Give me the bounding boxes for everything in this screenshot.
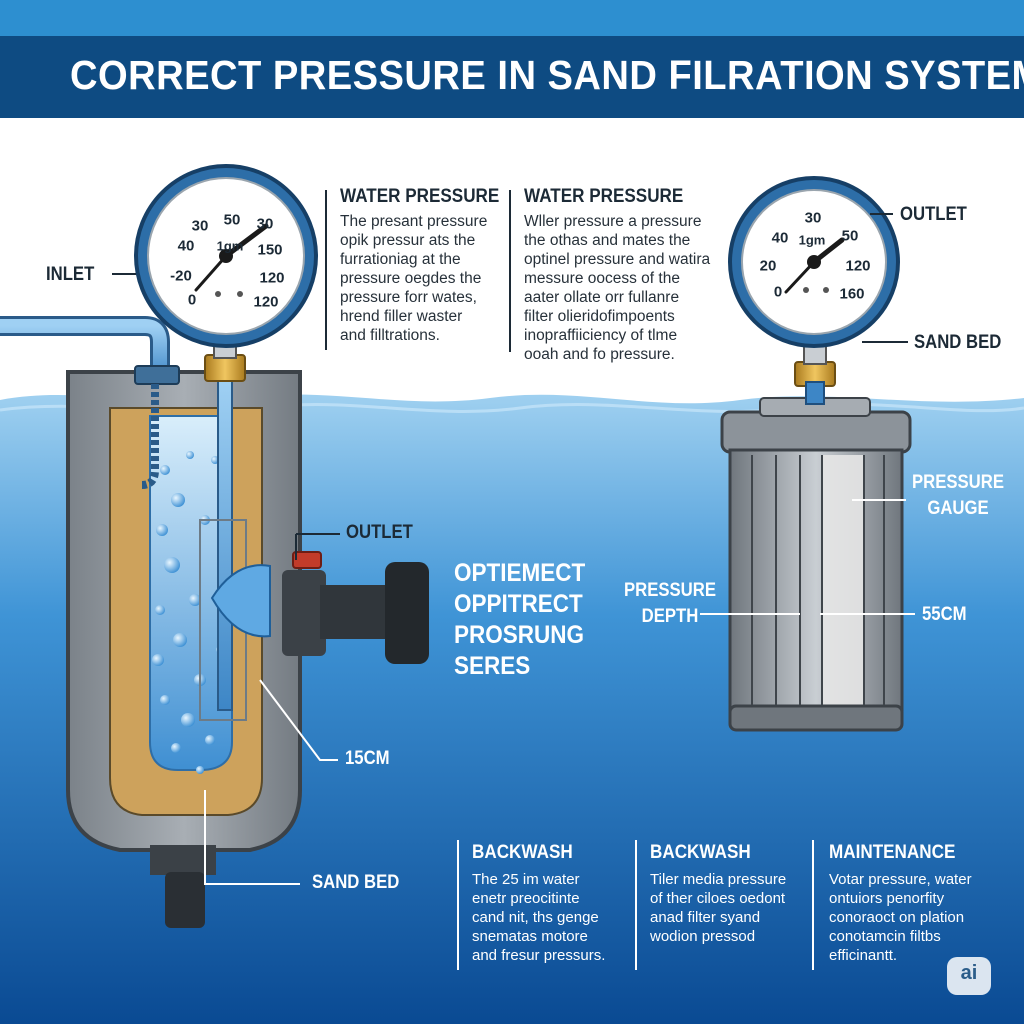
depth-label-55: 55CM [922,604,967,625]
bottom-block-body: Tiler media pressure of ther ciloes oedo… [650,871,787,945]
inlet-pipe [0,316,180,489]
bottom-block-body: The 25 im water enetr preocitinte cand n… [472,871,606,964]
banner-bar [0,36,1024,118]
callout-text: OPTIEMECT OPPITRECT PROSRUNG SERES [454,559,586,680]
outlet-valve [199,519,429,721]
left-dial-unit: 1gm [216,238,244,254]
bottom-block-body: Votar pressure, water ontuiors penorfity… [829,871,972,964]
sand-bed-label-right: SAND BED [914,332,1002,353]
banner-top-strip [0,0,1024,36]
left-dial-number: 30 [191,217,209,235]
right-pressure-gauge [728,176,900,348]
text-block-body: The presant pressure opik pressur ats th… [340,213,488,344]
depth-label-15: 15CM [345,748,390,769]
page-title: CORRECT PRESSURE IN SAND FILRATION SYSTE… [70,52,1024,98]
bottom-block-heading: BACKWASH [650,842,751,863]
sand-bed-label-left: SAND BED [312,872,400,893]
right-dial-number: 50 [841,227,859,245]
left-dial-number: 0 [187,291,197,309]
text-block-1: WATER PRESSURE The presant pressure opik… [340,186,517,345]
text-block-heading: WATER PRESSURE [524,186,684,207]
left-dial-number: 150 [257,241,283,259]
outlet-label-right: OUTLET [900,204,967,225]
text-block-body: Wller pressure a pressure the othas and … [524,213,711,363]
right-dial-number: 160 [839,285,865,303]
text-block-2: WATER PRESSURE Wller pressure a pressure… [524,186,710,364]
leader-lines [112,213,908,560]
left-dial-number: 120 [253,293,279,311]
left-dial-number: 30 [256,215,274,233]
ai-badge-label: ai [960,962,978,984]
ai-badge [947,957,991,995]
left-dial-number: 120 [259,269,285,287]
right-dial-number: 20 [759,257,777,275]
column-dividers [325,190,511,352]
inlet-label: INLET [46,264,95,285]
pressure-depth-label: PRESSURE DEPTH [624,580,716,627]
text-block-heading: WATER PRESSURE [340,186,500,207]
left-dial-number: 40 [177,237,195,255]
right-dial-number: 0 [773,283,783,301]
right-gauge-stem [805,381,825,405]
left-dial-number: -20 [170,267,192,285]
outlet-label-left: OUTLET [346,522,413,543]
right-dial-unit: 1gm [798,232,826,248]
left-gauge-stem [217,379,233,711]
bottom-block-heading: BACKWASH [472,842,573,863]
right-dial-number: 120 [845,257,871,275]
cartridge-ribs [751,455,885,705]
bottom-dividers [457,840,814,970]
bottom-block-2: BACKWASH Tiler media pressure of ther ci… [650,842,786,946]
left-dial-number: 50 [223,211,241,229]
pressure-gauge-label: PRESSURE GAUGE [912,472,1004,519]
right-dial-number: 40 [771,229,789,247]
bottom-block-heading: MAINTENANCE [829,842,956,863]
left-pressure-gauge [134,164,318,348]
bottom-block-3: MAINTENANCE Votar pressure, water ontuio… [829,842,972,965]
right-cartridge-filter [720,397,912,732]
left-filter-tank [66,370,302,928]
bottom-block-1: BACKWASH The 25 im water enetr preocitin… [472,842,605,965]
leader-lines-white [204,499,915,885]
right-dial-number: 30 [804,209,822,227]
